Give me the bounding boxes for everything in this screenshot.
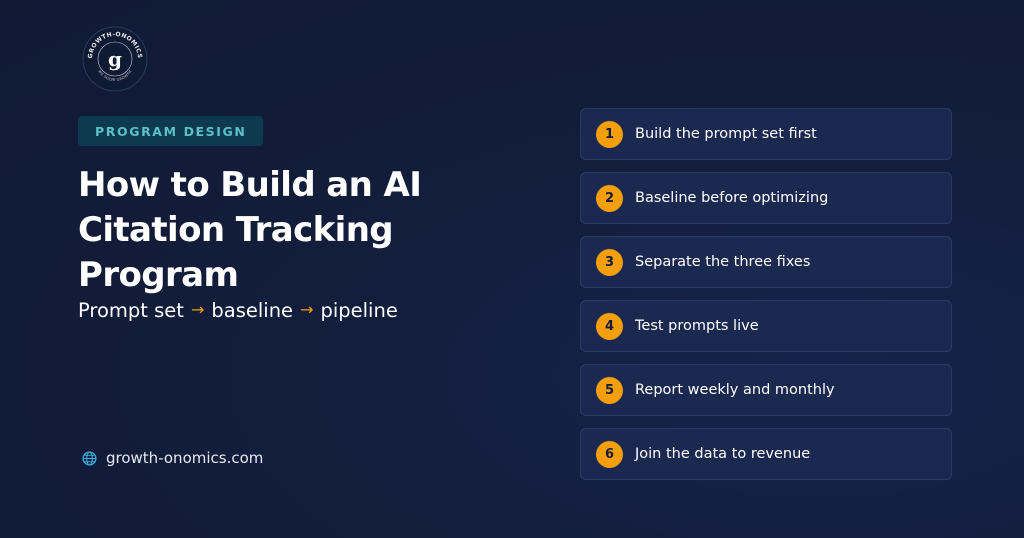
page-title: How to Build an AI Citation Tracking Pro… — [78, 163, 518, 298]
step-number-badge: 5 — [596, 376, 623, 404]
step-label: Separate the three fixes — [635, 254, 811, 270]
subtitle-part-2: baseline — [211, 299, 294, 322]
step-number-badge: 3 — [596, 248, 623, 276]
category-badge: PROGRAM DESIGN — [78, 116, 264, 146]
step-card: 5 Report weekly and monthly — [580, 364, 952, 416]
logo-letter: g — [108, 47, 122, 71]
step-number-badge: 4 — [596, 312, 623, 340]
step-label: Report weekly and monthly — [635, 382, 835, 398]
step-label: Build the prompt set first — [635, 126, 817, 142]
step-number-badge: 1 — [596, 120, 623, 148]
title-line-3: Program — [78, 255, 239, 295]
brand-logo: GROWTH-ONOMICS WE SOLVE GROWTH g — [82, 26, 148, 92]
step-number-badge: 6 — [596, 440, 623, 468]
globe-icon — [82, 450, 97, 466]
step-card: 4 Test prompts live — [580, 300, 952, 352]
step-label: Join the data to revenue — [635, 446, 811, 462]
step-label: Baseline before optimizing — [635, 190, 829, 206]
step-card: 2 Baseline before optimizing — [580, 172, 952, 224]
title-line-2: Citation Tracking — [78, 210, 394, 250]
step-number-badge: 2 — [596, 184, 623, 212]
step-card: 6 Join the data to revenue — [580, 428, 952, 480]
step-card: 1 Build the prompt set first — [580, 108, 952, 160]
subtitle-part-3: pipeline — [320, 299, 398, 322]
category-badge-label: PROGRAM DESIGN — [95, 123, 247, 139]
step-label: Test prompts live — [635, 318, 759, 334]
steps-list: 1 Build the prompt set first 2 Baseline … — [580, 108, 952, 492]
title-line-1: How to Build an AI — [78, 165, 422, 205]
subtitle-part-1: Prompt set — [78, 299, 184, 322]
website-link[interactable]: growth-onomics.com — [82, 449, 263, 467]
step-card: 3 Separate the three fixes — [580, 236, 952, 288]
subtitle: Prompt set → baseline → pipeline — [78, 299, 398, 322]
arrow-right-icon: → — [190, 300, 205, 319]
website-url[interactable]: growth-onomics.com — [106, 449, 264, 467]
arrow-right-icon: → — [300, 300, 314, 319]
